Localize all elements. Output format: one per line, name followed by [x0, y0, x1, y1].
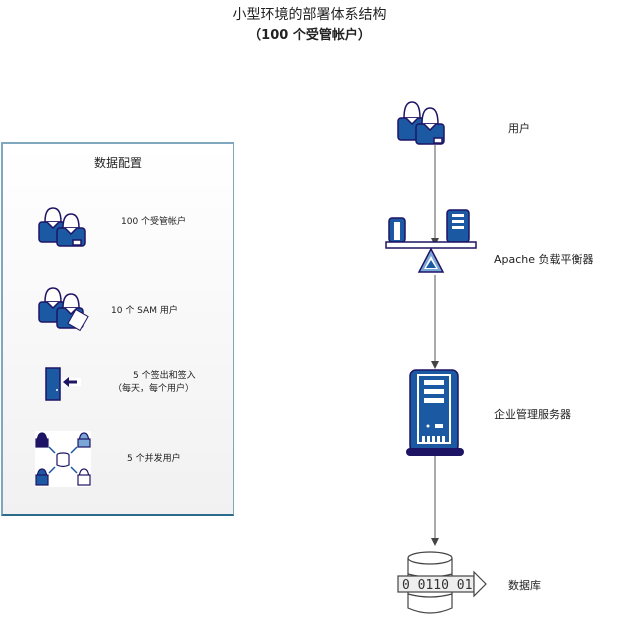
item-managed-accounts: 100 个受管帐户	[121, 217, 187, 227]
concurrent-users-icon	[35, 431, 91, 487]
panel-title: 数据配置	[93, 156, 142, 170]
database-icon: 0 0110 01	[397, 551, 487, 614]
item-checkout-checkin-sub: （每天，每个用户）	[113, 384, 195, 394]
diagram-subtitle: （100 个受管帐户）	[248, 28, 371, 43]
item-concurrent-users: 5 个并发用户	[127, 454, 181, 464]
item-checkout-checkin: 5 个签出和签入	[133, 371, 196, 381]
load-balancer-label: Apache 负载平衡器	[494, 253, 594, 266]
users-icon	[397, 101, 445, 145]
door-checkin-icon	[45, 367, 81, 401]
data-config-panel: 数据配置 100 个受管帐户 10 个 SAM 用户	[1, 142, 234, 516]
sam-users-icon	[38, 287, 89, 332]
server-label: 企业管理服务器	[494, 408, 571, 421]
load-balancer-icon	[385, 209, 477, 273]
server-icon	[406, 369, 464, 456]
database-label: 数据库	[508, 579, 541, 592]
database-binary: 0 0110 01	[402, 578, 472, 593]
users-icon	[38, 207, 86, 247]
item-sam-users: 10 个 SAM 用户	[111, 306, 178, 316]
users-label: 用户	[508, 122, 530, 135]
diagram-title: 小型环境的部署体系结构	[232, 7, 387, 23]
